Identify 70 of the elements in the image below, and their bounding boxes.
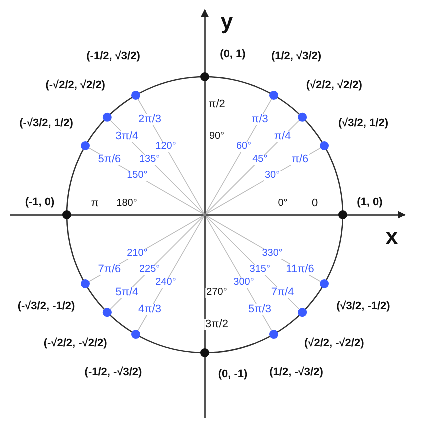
- point-dot: [62, 210, 72, 220]
- point-dot: [102, 112, 112, 122]
- point-dot: [81, 280, 90, 288]
- coordinate-label: (1, 0): [357, 198, 383, 208]
- point-dot: [270, 91, 278, 100]
- degree-label: 240°: [154, 278, 178, 288]
- coordinate-label: (-√3/2, -1/2): [18, 301, 76, 312]
- radian-label: 0: [310, 198, 320, 210]
- degree-label: 150°: [126, 171, 149, 181]
- degree-label: 30°: [264, 171, 282, 181]
- radian-label: π/4: [273, 132, 292, 143]
- point-dot: [132, 330, 140, 339]
- degree-label: 225°: [138, 265, 162, 276]
- radian-label: 7π/6: [97, 264, 122, 276]
- radian-label: 5π/4: [114, 287, 140, 298]
- radian-label: 11π/6: [285, 264, 316, 276]
- radian-label: 7π/4: [270, 287, 296, 298]
- radius-line: [205, 216, 272, 332]
- radian-label: π/6: [290, 154, 310, 166]
- point-dot: [81, 142, 90, 150]
- axis-label: x: [386, 226, 398, 248]
- radian-label: π/3: [250, 114, 270, 126]
- radian-label: 2π/3: [138, 114, 162, 126]
- coordinate-label: (1/2, -√3/2): [270, 368, 324, 379]
- radius-line: [205, 98, 272, 214]
- coordinate-label: (1/2, √3/2): [271, 51, 322, 62]
- degree-label: 120°: [154, 142, 178, 152]
- degree-label: 270°: [206, 288, 228, 298]
- degree-label: 300°: [232, 278, 256, 288]
- point-dot: [298, 308, 308, 318]
- degree-label: 0°: [277, 199, 289, 209]
- coordinate-label: (-1/2, √3/2): [86, 51, 140, 62]
- coordinate-label: (√3/2, 1/2): [338, 118, 388, 129]
- center-point: [204, 214, 206, 216]
- degree-label: 90°: [208, 132, 226, 142]
- coordinate-label: (-√3/2, 1/2): [20, 118, 74, 129]
- point-dot: [270, 330, 278, 339]
- point-dot: [132, 91, 140, 100]
- axis-label: y: [220, 11, 234, 33]
- point-dot: [102, 308, 112, 318]
- coordinate-label: (√2/2, -√2/2): [304, 338, 364, 350]
- degree-label: 315°: [248, 265, 272, 276]
- degree-label: 180°: [116, 199, 138, 209]
- coordinate-label: (-√2/2, √2/2): [46, 80, 106, 92]
- coordinate-label: (-1/2, -√3/2): [84, 368, 142, 379]
- point-dot: [320, 280, 329, 288]
- degree-label: 135°: [138, 154, 162, 165]
- degree-label: 210°: [126, 249, 149, 259]
- coordinate-label: (-√2/2, -√2/2): [44, 338, 108, 350]
- radian-label: 5π/3: [248, 304, 272, 316]
- point-dot: [320, 142, 329, 150]
- radian-label: 3π/2: [204, 320, 230, 330]
- point-dot: [200, 348, 210, 358]
- degree-label: 330°: [261, 249, 284, 259]
- radian-label: 5π/6: [97, 154, 122, 166]
- coordinate-label: (0, -1): [218, 370, 248, 380]
- coordinate-label: (√2/2, √2/2): [306, 80, 362, 92]
- radian-label: 4π/3: [138, 304, 162, 316]
- point-dot: [298, 112, 308, 122]
- radian-label: π: [90, 198, 100, 210]
- degree-label: 60°: [235, 142, 253, 152]
- point-dot: [200, 72, 210, 82]
- radian-label: 3π/4: [114, 132, 140, 143]
- radian-label: π/2: [208, 100, 226, 110]
- coordinate-label: (0, 1): [220, 50, 246, 60]
- degree-label: 45°: [252, 154, 269, 165]
- coordinate-label: (√3/2, -1/2): [336, 301, 390, 312]
- point-dot: [338, 210, 348, 220]
- radius-line: [206, 120, 300, 214]
- coordinate-label: (-1, 0): [25, 198, 55, 208]
